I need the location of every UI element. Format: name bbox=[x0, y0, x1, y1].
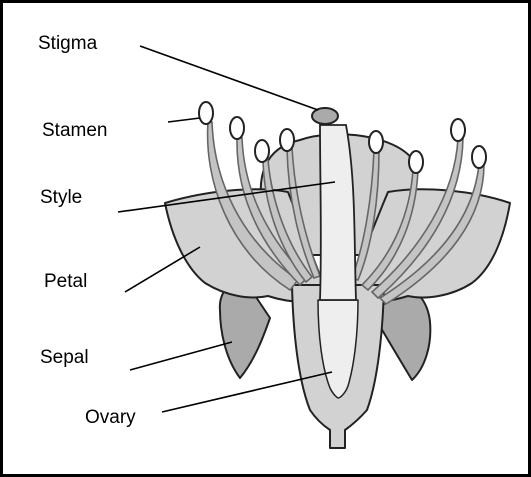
petal-leader-line bbox=[125, 247, 200, 292]
anther bbox=[230, 117, 244, 139]
anther bbox=[369, 131, 383, 153]
anther bbox=[472, 146, 486, 168]
stigma-leader-line bbox=[140, 46, 318, 110]
anther bbox=[280, 129, 294, 151]
stigma-head bbox=[312, 108, 338, 124]
anther bbox=[255, 140, 269, 162]
label-stamen: Stamen bbox=[42, 121, 107, 140]
anther bbox=[451, 119, 465, 141]
sepal-leader-line bbox=[130, 342, 232, 370]
label-style: Style bbox=[40, 188, 82, 207]
anther bbox=[199, 102, 213, 124]
label-petal: Petal bbox=[44, 272, 87, 291]
style-stalk bbox=[320, 125, 356, 300]
label-stigma: Stigma bbox=[38, 34, 97, 53]
stamen-leader-line bbox=[168, 118, 200, 122]
anther bbox=[409, 151, 423, 173]
label-sepal: Sepal bbox=[40, 348, 89, 367]
label-ovary: Ovary bbox=[85, 408, 136, 427]
